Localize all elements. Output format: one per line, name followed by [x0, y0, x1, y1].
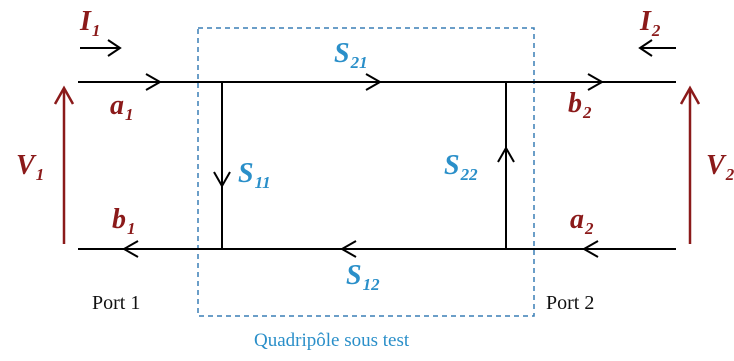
label-v2: V2 [706, 150, 734, 184]
v1-arrow [53, 85, 75, 244]
a2-arrow [581, 240, 599, 258]
port-1-label: Port 1 [92, 292, 141, 314]
label-b2: b2 [568, 88, 592, 122]
i2-arrow [638, 39, 676, 57]
label-s12: S12 [346, 260, 380, 294]
i1-arrow [80, 39, 122, 57]
device-under-test-box [197, 27, 535, 317]
s22-arrow [497, 145, 515, 163]
v2-arrow [679, 85, 701, 244]
s21-arrow [365, 73, 383, 91]
label-v1: V1 [16, 150, 45, 184]
caption: Quadripôle sous test [254, 330, 410, 351]
s12-arrow [339, 240, 357, 258]
label-i1: I1 [80, 6, 101, 40]
s11-arrow [213, 171, 231, 189]
label-a1: a1 [110, 90, 134, 124]
b1-arrow [121, 240, 139, 258]
label-b1: b1 [112, 204, 136, 238]
a1-arrow [145, 73, 163, 91]
port-2-label: Port 2 [546, 292, 595, 314]
label-a2: a2 [570, 204, 594, 238]
label-s21: S21 [334, 38, 368, 72]
b2-arrow [587, 73, 605, 91]
label-i2: I2 [640, 6, 661, 40]
label-s22: S22 [444, 150, 478, 184]
label-s11: S11 [238, 158, 271, 192]
